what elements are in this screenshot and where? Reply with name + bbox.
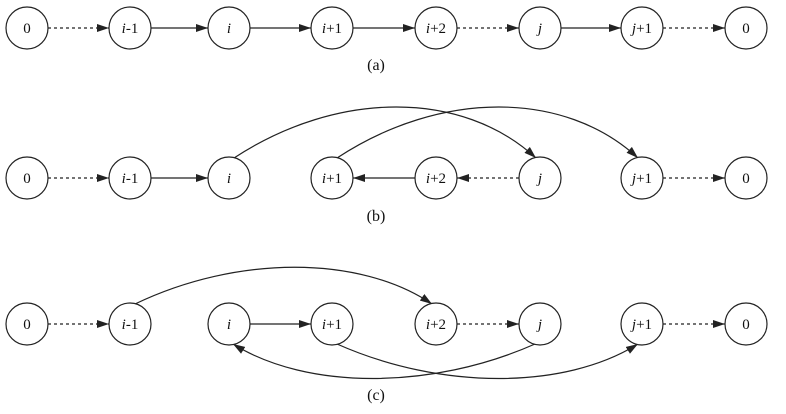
node-c-ip2: i+2 <box>414 302 458 346</box>
node-a-j: j <box>518 6 562 50</box>
node-label-b-im1: i-1 <box>122 171 139 187</box>
node-label-a-ip2: i+2 <box>426 21 446 37</box>
node-circle-a-i <box>207 6 251 50</box>
node-label-c-0R: 0 <box>742 317 750 333</box>
node-c-im1: i-1 <box>108 302 152 346</box>
node-circle-a-ip2 <box>414 6 458 50</box>
node-circle-b-im1 <box>108 156 152 200</box>
node-circle-b-ip1 <box>310 156 354 200</box>
node-label-b-j: j <box>536 171 542 187</box>
node-a-0R: 0 <box>724 6 768 50</box>
node-circle-b-0L <box>5 156 49 200</box>
node-circle-b-i <box>207 156 251 200</box>
edge-b-ip1-to-jp1 <box>336 106 639 159</box>
edge-c-im1-to-ip2 <box>134 266 433 305</box>
node-circle-a-im1 <box>108 6 152 50</box>
edge-c-ip1-to-jp1 <box>336 343 639 380</box>
node-label-b-ip1: i+1 <box>322 171 342 187</box>
node-circle-c-j <box>518 302 562 346</box>
node-label-a-i: i <box>227 21 231 37</box>
node-c-j: j <box>518 302 562 346</box>
node-label-a-j: j <box>536 21 542 37</box>
node-c-0L: 0 <box>5 302 49 346</box>
node-c-ip1: i+1 <box>310 302 354 346</box>
node-circle-a-j <box>518 6 562 50</box>
node-a-i: i <box>207 6 251 50</box>
node-a-0L: 0 <box>5 6 49 50</box>
node-label-c-0L: 0 <box>23 317 31 333</box>
node-b-0R: 0 <box>724 156 768 200</box>
node-circle-c-i <box>207 302 251 346</box>
node-b-im1: i-1 <box>108 156 152 200</box>
node-circle-c-jp1 <box>620 302 664 346</box>
edge-c-j-to-i <box>232 343 536 380</box>
node-circle-b-0R <box>724 156 768 200</box>
node-label-a-0R: 0 <box>742 21 750 37</box>
node-label-a-jp1: j+1 <box>630 21 652 37</box>
node-circle-a-jp1 <box>620 6 664 50</box>
node-b-j: j <box>518 156 562 200</box>
node-label-a-im1: i-1 <box>122 21 139 37</box>
edge-b-i-to-j <box>233 106 537 159</box>
node-label-c-jp1: j+1 <box>630 317 652 333</box>
node-circle-c-0R <box>724 302 768 346</box>
node-circle-b-jp1 <box>620 156 664 200</box>
node-b-jp1: j+1 <box>620 156 664 200</box>
node-label-c-j: j <box>536 317 542 333</box>
node-a-ip1: i+1 <box>310 6 354 50</box>
node-label-a-ip1: i+1 <box>322 21 342 37</box>
node-a-ip2: i+2 <box>414 6 458 50</box>
node-circle-a-ip1 <box>310 6 354 50</box>
caption-c: (c) <box>367 387 385 404</box>
caption-a: (a) <box>367 57 385 74</box>
node-b-i: i <box>207 156 251 200</box>
node-label-b-i: i <box>227 171 231 187</box>
node-label-b-0L: 0 <box>23 171 31 187</box>
node-circle-b-ip2 <box>414 156 458 200</box>
node-circle-c-im1 <box>108 302 152 346</box>
node-b-ip2: i+2 <box>414 156 458 200</box>
node-circle-a-0R <box>724 6 768 50</box>
node-label-b-0R: 0 <box>742 171 750 187</box>
node-label-b-ip2: i+2 <box>426 171 446 187</box>
node-c-jp1: j+1 <box>620 302 664 346</box>
node-label-c-im1: i-1 <box>122 317 139 333</box>
node-label-c-ip2: i+2 <box>426 317 446 333</box>
node-circle-c-ip2 <box>414 302 458 346</box>
node-circle-c-0L <box>5 302 49 346</box>
node-label-c-i: i <box>227 317 231 333</box>
node-circle-a-0L <box>5 6 49 50</box>
node-label-c-ip1: i+1 <box>322 317 342 333</box>
node-circle-b-j <box>518 156 562 200</box>
node-b-ip1: i+1 <box>310 156 354 200</box>
node-label-a-0L: 0 <box>23 21 31 37</box>
node-circle-c-ip1 <box>310 302 354 346</box>
caption-b: (b) <box>367 208 386 225</box>
node-b-0L: 0 <box>5 156 49 200</box>
node-c-0R: 0 <box>724 302 768 346</box>
node-a-im1: i-1 <box>108 6 152 50</box>
node-c-i: i <box>207 302 251 346</box>
node-label-b-jp1: j+1 <box>630 171 652 187</box>
node-a-jp1: j+1 <box>620 6 664 50</box>
